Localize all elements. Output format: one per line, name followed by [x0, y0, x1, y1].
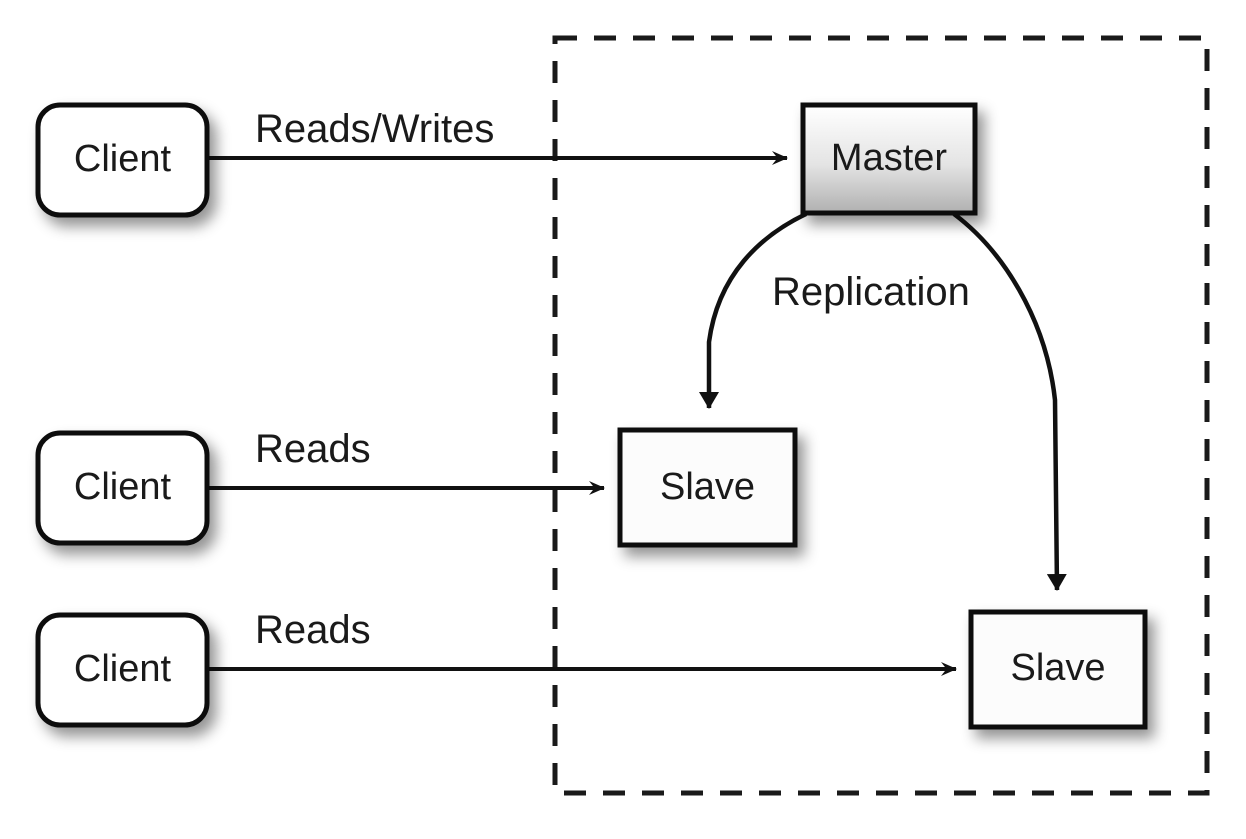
client-bottom-shape[interactable] — [35, 612, 210, 728]
replication-cluster-boundary — [552, 35, 1210, 796]
node-slave-lower[interactable]: Slave — [968, 609, 1148, 730]
node-slave-upper[interactable]: Slave — [617, 427, 798, 548]
edge-label-replication: Replication — [772, 270, 970, 314]
edge-master-to-slave-lower — [952, 212, 1067, 591]
edge-label-reads-lower: Reads — [255, 608, 371, 652]
node-master[interactable]: Master — [800, 102, 978, 216]
client-top-shape[interactable] — [35, 102, 210, 218]
edge-master-to-slave-upper — [699, 211, 807, 409]
edge-label-reads-writes: Reads/Writes — [255, 107, 494, 151]
slave-lower-label: Slave — [1010, 647, 1105, 689]
client-bottom-label: Client — [74, 648, 172, 690]
master-label: Master — [831, 137, 947, 179]
curve-replication-left — [699, 211, 807, 409]
node-client-middle[interactable]: Client — [35, 430, 210, 546]
slave-upper-shape[interactable] — [617, 427, 798, 548]
edge-label-reads-upper: Reads — [255, 427, 371, 471]
node-client-bottom[interactable]: Client — [35, 612, 210, 728]
client-middle-label: Client — [74, 466, 172, 508]
slave-upper-label: Slave — [660, 466, 755, 508]
client-top-label: Client — [74, 138, 172, 180]
curve-replication-right — [952, 212, 1067, 591]
client-middle-shape[interactable] — [35, 430, 210, 546]
master-shape[interactable] — [800, 102, 978, 216]
slave-lower-shape[interactable] — [968, 609, 1148, 730]
node-client-top[interactable]: Client — [35, 102, 210, 218]
